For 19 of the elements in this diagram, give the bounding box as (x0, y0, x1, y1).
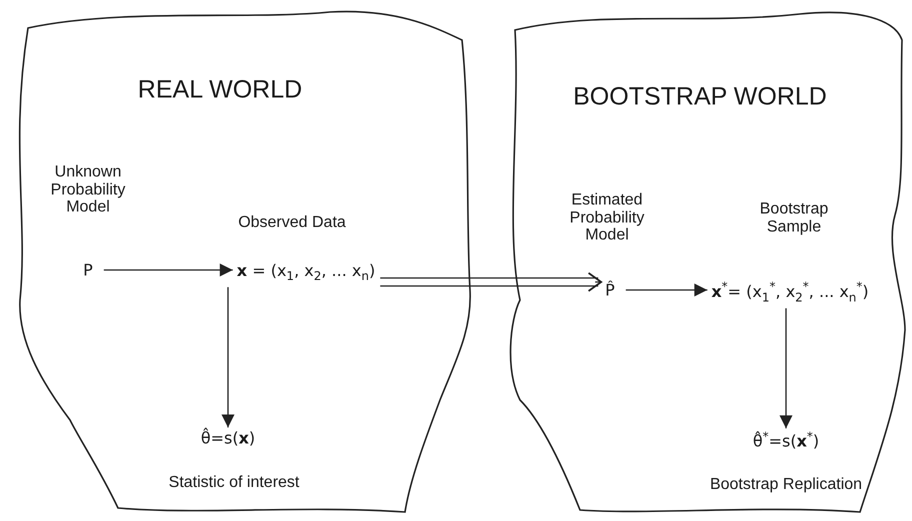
caption-text: Statistic of interest (168, 474, 300, 492)
caption-text: Bootstrap Sample (758, 200, 830, 236)
statistic-formula: θ̂$^{*}$=s(x$^{*}$) (750, 427, 822, 453)
arrow (380, 272, 602, 292)
arrow (104, 264, 233, 276)
caption-text: Bootstrap Replication (708, 476, 864, 494)
region-title: REAL WORLD (138, 76, 302, 104)
region-title: BOOTSTRAP WORLD (573, 82, 827, 112)
arrow (626, 284, 708, 296)
arrow (222, 287, 234, 428)
model-symbol: P̂ (602, 278, 618, 302)
sample-formula: x = (x$_{1}$, x$_{2}$, ... x$_{n}$) (234, 258, 378, 286)
sample-formula: x$^{*}$= (x$_{1}$$^{*}$, x$_{2}$$^{*}$, ... x$_{n}$$^{*}$) (708, 278, 872, 306)
caption-text: Observed Data (237, 214, 347, 232)
statistic-formula: θ̂=s(x) (198, 426, 258, 450)
model-symbol: P (80, 258, 96, 282)
arrow (780, 308, 792, 428)
caption-text: Estimated Probability Model (568, 192, 646, 244)
caption-text: Unknown Probability Model (50, 164, 126, 216)
